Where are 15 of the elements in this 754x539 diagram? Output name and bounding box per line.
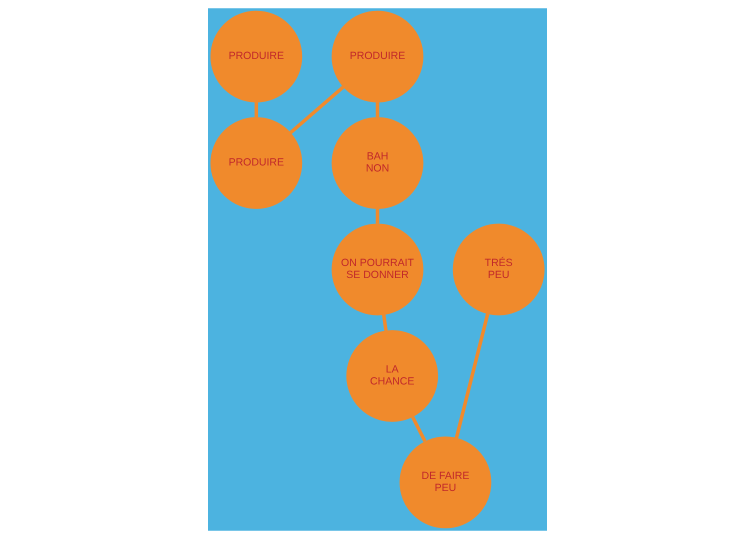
connector (454, 313, 489, 439)
node-circle: DE FAIRE PEU (399, 436, 491, 528)
node-circle: PRODUIRE (331, 10, 423, 102)
node-circle: PRODUIRE (210, 10, 302, 102)
connector (375, 208, 379, 224)
connector (375, 102, 379, 118)
connector (288, 86, 344, 134)
connector (254, 102, 258, 118)
node-circle: LA CHANCE (346, 330, 438, 422)
connector (382, 314, 388, 331)
node-circle: TRÉS PEU (452, 224, 544, 316)
connector (410, 416, 426, 442)
node-circle: BAH NON (331, 117, 423, 209)
node-circle: ON POURRAIT SE DONNER (331, 224, 423, 316)
node-circle: PRODUIRE (210, 117, 302, 209)
